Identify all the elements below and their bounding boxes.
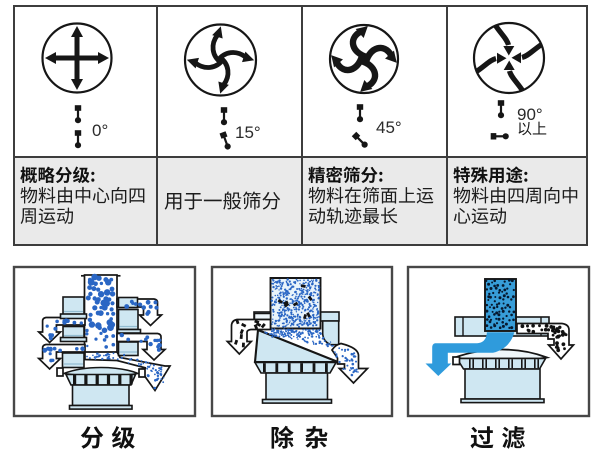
svg-text:15°: 15° [235,123,261,142]
svg-text:45°: 45° [376,118,402,137]
svg-text:90°: 90° [517,105,543,124]
svg-text:0°: 0° [92,121,108,140]
